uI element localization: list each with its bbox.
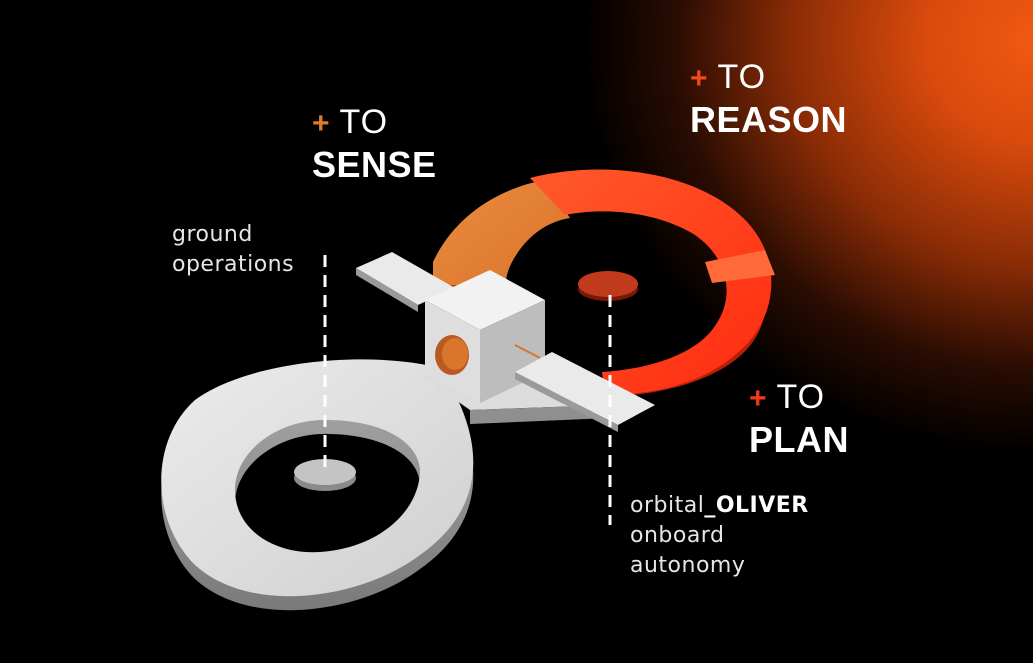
sense-plus-icon: +: [312, 107, 330, 140]
ground-operations-caption: ground operations: [172, 220, 294, 280]
sense-word: SENSE: [312, 144, 437, 185]
reason-plus-icon: +: [690, 62, 708, 95]
oliver-caption: orbital_OLIVER onboard autonomy: [630, 491, 809, 581]
oliver-caption-line3: autonomy: [630, 553, 746, 578]
plan-plus-icon: +: [749, 382, 767, 415]
oliver-caption-line1: orbital_OLIVER: [630, 491, 809, 521]
oliver-name: _OLIVER: [704, 493, 809, 518]
plan-label: + TO PLAN: [749, 380, 849, 458]
reason-to-text: TO: [717, 58, 767, 96]
satellite-icon: [356, 252, 655, 432]
oliver-caption-line2: onboard: [630, 523, 725, 548]
plan-word: PLAN: [749, 419, 849, 460]
reason-label: + TO REASON: [690, 60, 847, 138]
ground-station-icon: [294, 459, 356, 491]
plan-to-text: TO: [776, 378, 826, 416]
ground-caption-line1: ground: [172, 222, 253, 247]
sense-label: + TO SENSE: [312, 105, 437, 183]
ground-loop-icon: [161, 359, 610, 611]
sense-to-text: TO: [339, 103, 389, 141]
reason-word: REASON: [690, 99, 848, 140]
oliver-prefix: orbital: [630, 493, 705, 518]
ground-caption-line2: operations: [172, 252, 295, 277]
